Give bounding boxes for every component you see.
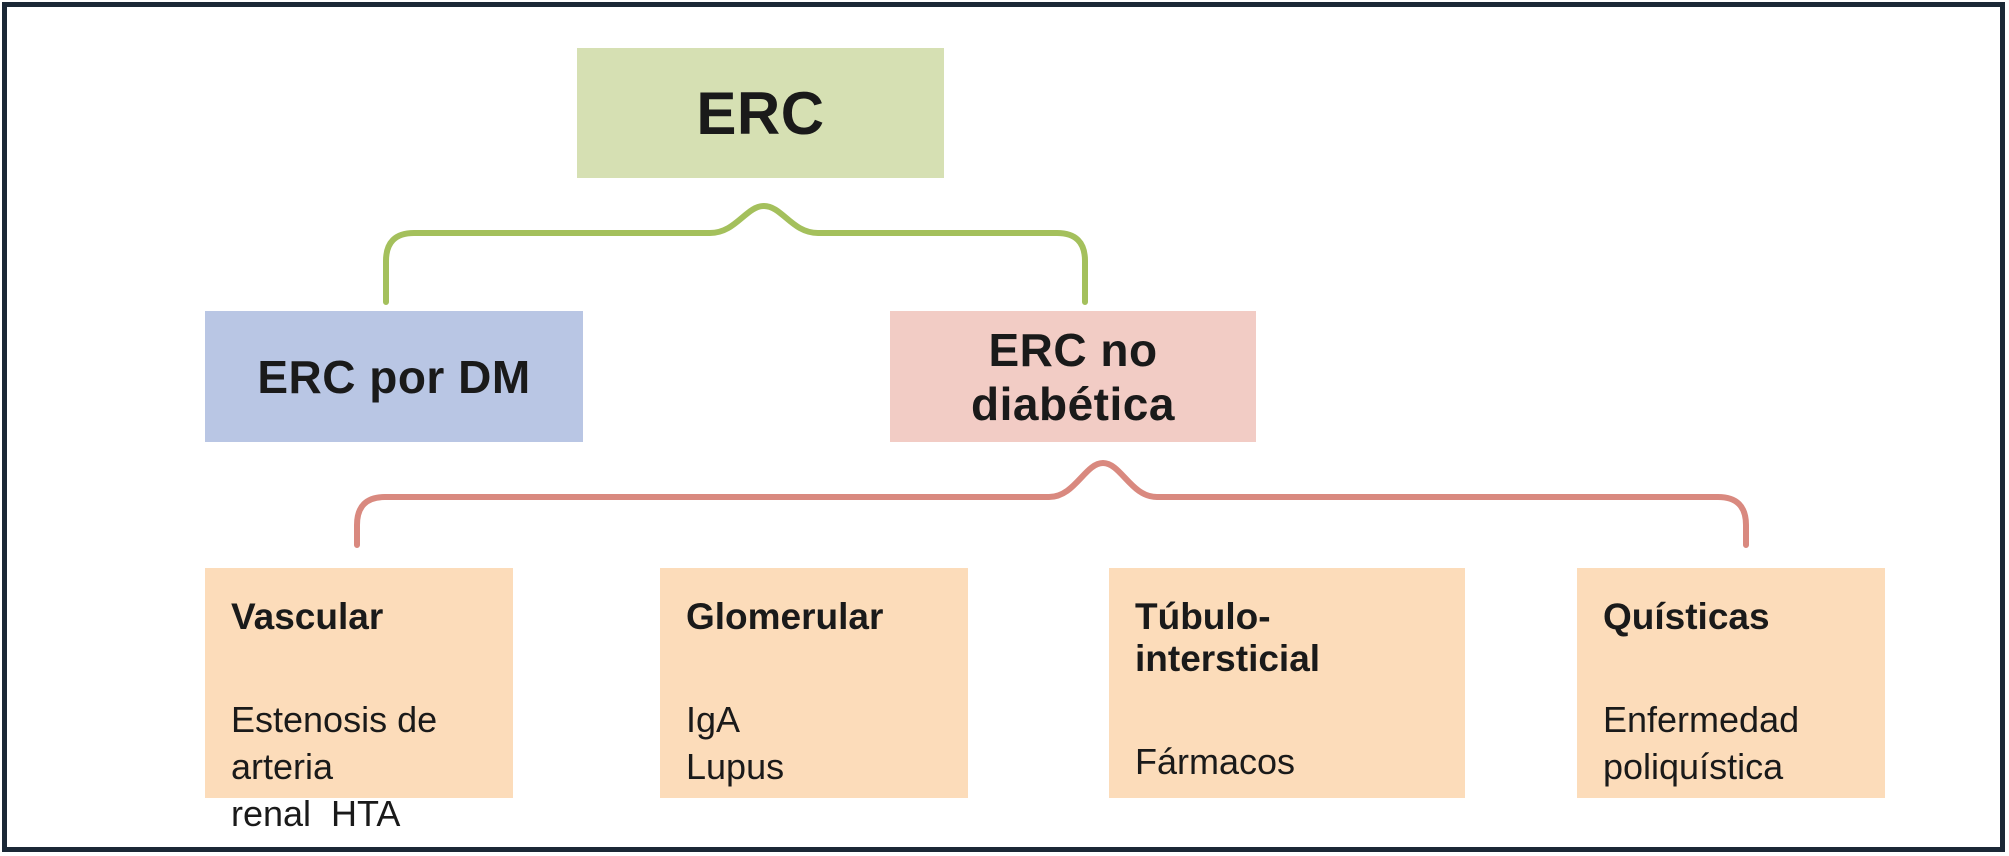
node-erc-por-dm-label: ERC por DM bbox=[257, 350, 531, 403]
leaf-title: Glomerular bbox=[686, 596, 884, 637]
leaf-quisticas: Quísticas Enfermedad poliquística bbox=[1577, 568, 1885, 798]
leaf-line: renal HTA bbox=[231, 793, 401, 834]
brace-no-diabetica-split-icon bbox=[354, 460, 1749, 548]
leaf-glomerular: Glomerular IgA Lupus bbox=[660, 568, 968, 798]
leaf-line: Lupus bbox=[686, 746, 785, 787]
leaf-vascular: Vascular Estenosis de arteria renal HTA bbox=[205, 568, 513, 834]
leaf-title: Vascular bbox=[231, 596, 384, 637]
leaf-tubulo-intersticial: Túbulo-intersticial Fármacos bbox=[1109, 568, 1465, 798]
node-erc-label: ERC bbox=[696, 79, 825, 147]
node-erc-no-diabetica-label: ERC no diabética bbox=[971, 323, 1175, 430]
leaf-line: Fármacos bbox=[1135, 741, 1296, 782]
node-erc: ERC bbox=[577, 48, 944, 178]
leaf-title: Quísticas bbox=[1603, 596, 1770, 637]
leaf-title: Túbulo-intersticial bbox=[1135, 596, 1321, 679]
node-erc-no-diabetica: ERC no diabética bbox=[890, 311, 1256, 442]
leaf-line: IgA bbox=[686, 699, 741, 740]
leaf-line: poliquística bbox=[1603, 746, 1784, 787]
leaf-line: Enfermedad bbox=[1603, 699, 1800, 740]
brace-erc-split-icon bbox=[383, 203, 1088, 305]
leaf-line: Estenosis de arteria bbox=[231, 699, 448, 787]
node-erc-por-dm: ERC por DM bbox=[205, 311, 583, 442]
